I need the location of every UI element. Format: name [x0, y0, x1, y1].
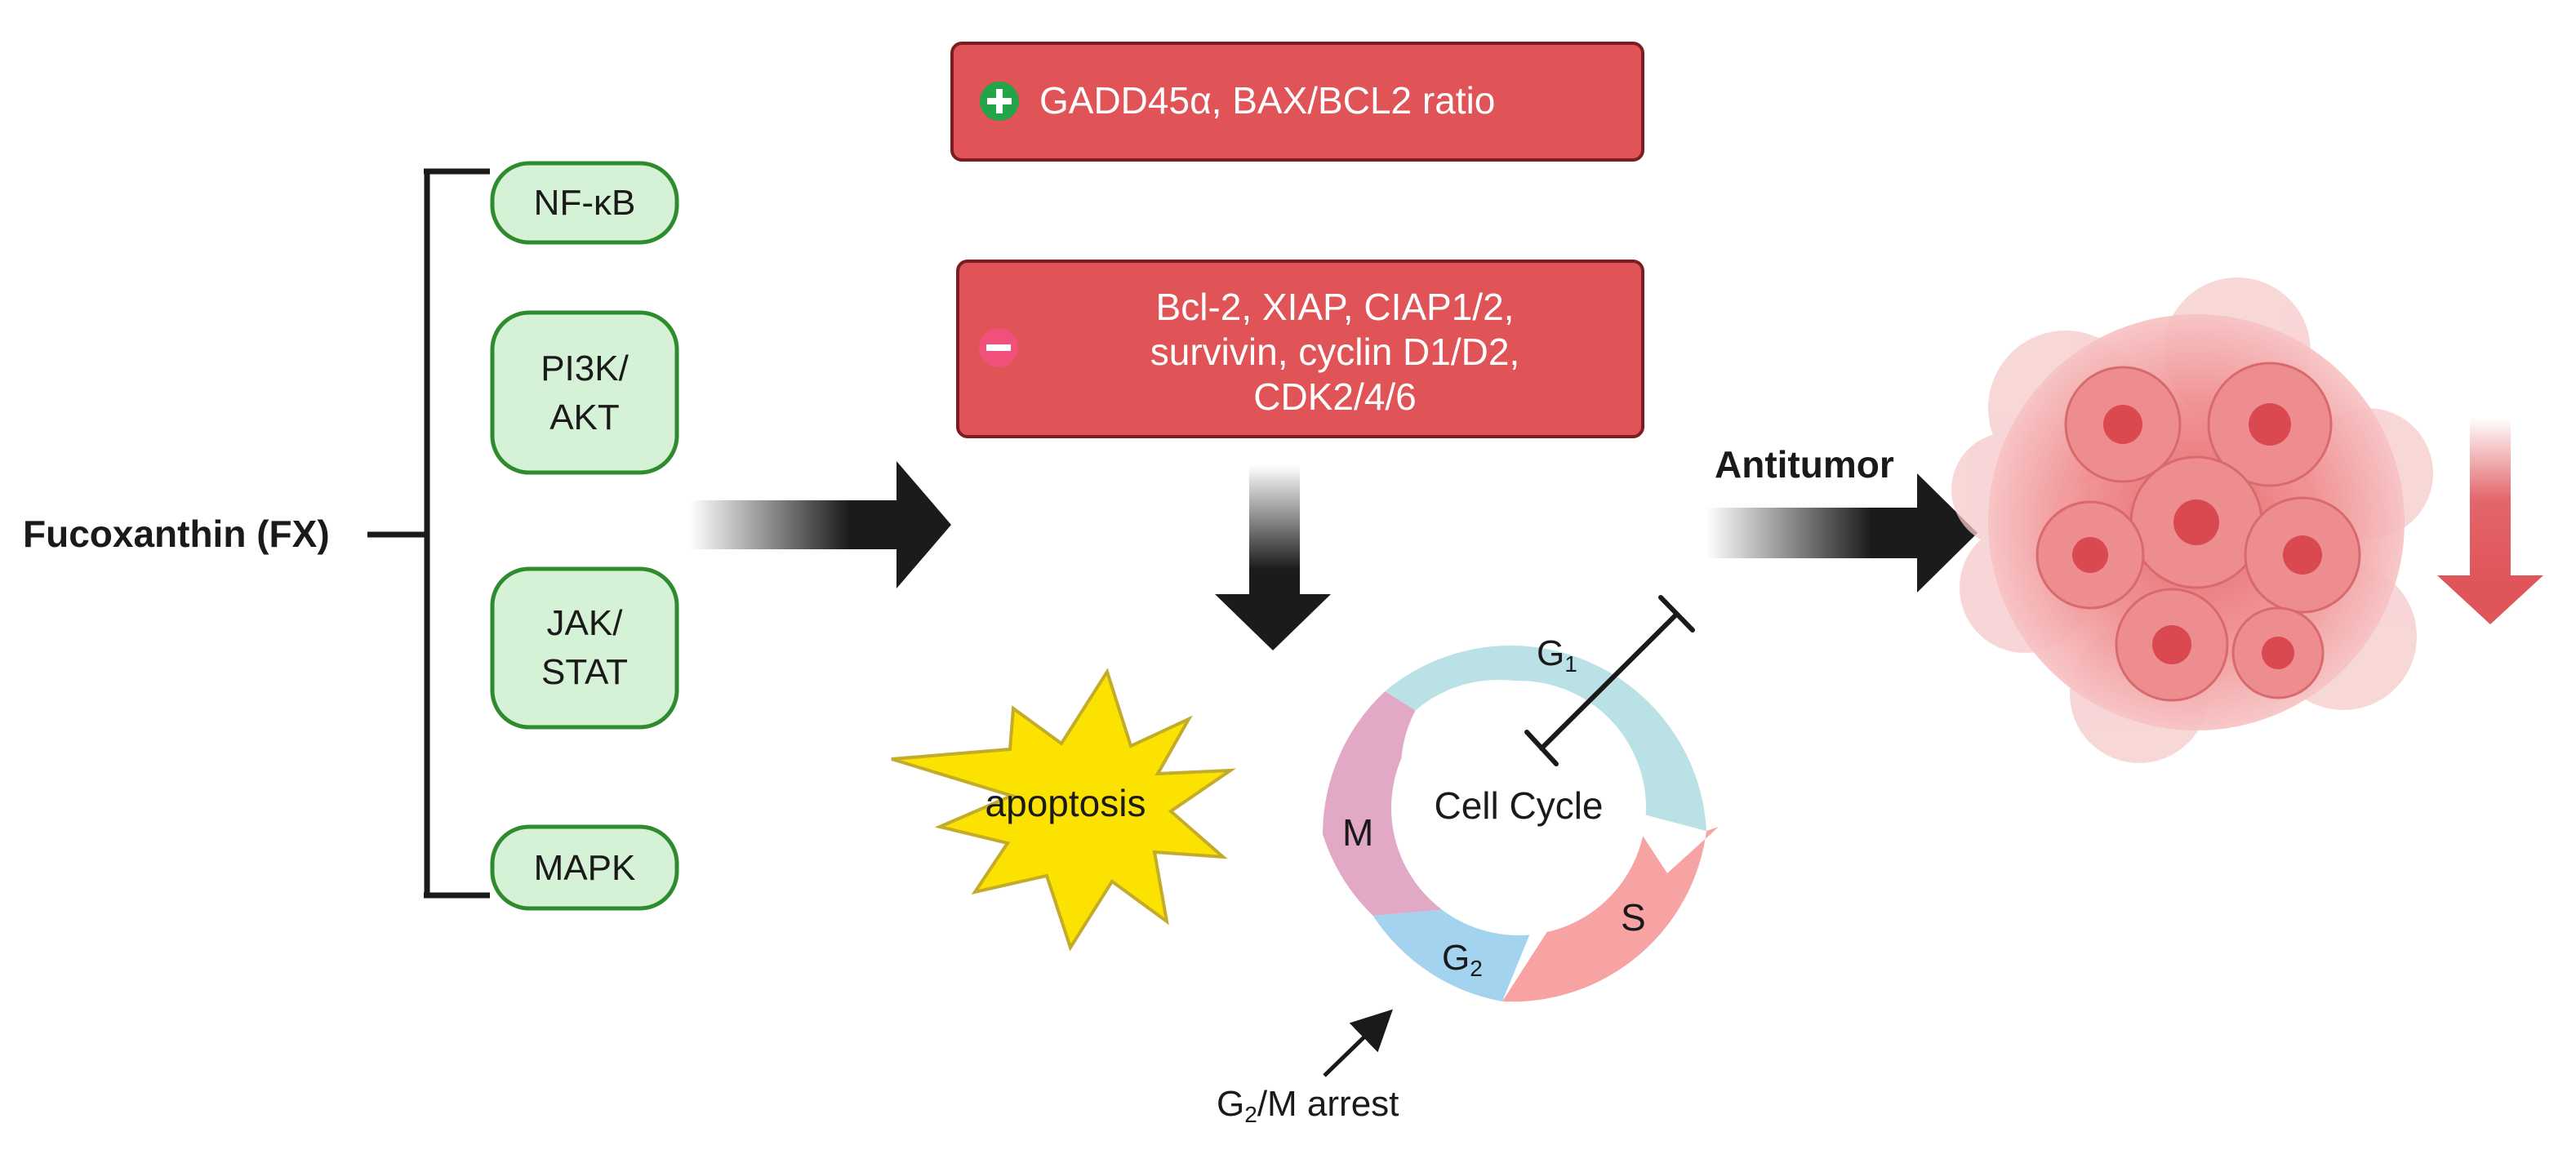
g2m-arrest-letter: G	[1217, 1084, 1244, 1124]
cell-cycle: Cell Cycle G1 S G2 M	[1323, 595, 1719, 1002]
pathway-jak-stat: JAK/ STAT	[490, 566, 679, 730]
pathway-pi3k-label-line2: AKT	[549, 397, 620, 437]
upregulated-text: GADD45α, BAX/BCL2 ratio	[1039, 79, 1495, 122]
g2m-arrest-suffix: /M arrest	[1257, 1084, 1399, 1124]
phase-g2-subscript: 2	[1470, 956, 1483, 981]
antitumor-label: Antitumor	[1715, 443, 1894, 486]
pathway-bracket	[424, 168, 490, 899]
phase-s-label: S	[1621, 896, 1646, 939]
plus-icon	[980, 82, 1019, 121]
tumor-cells-icon	[1951, 277, 2433, 763]
antitumor-arrow: Antitumor	[1706, 443, 1978, 593]
pathway-pi3k-akt: PI3K/ AKT	[490, 310, 679, 475]
phase-g1-subscript: 1	[1564, 651, 1577, 677]
effect-arrow	[690, 461, 951, 588]
phase-g2-label: G2	[1442, 938, 1483, 981]
downstream-arrow	[1215, 465, 1331, 650]
phase-m-label: M	[1342, 811, 1373, 854]
source-label: Fucoxanthin (FX)	[23, 513, 330, 555]
starburst-icon	[891, 668, 1236, 952]
downregulated-line1: Bcl-2, XIAP, CIAP1/2,	[1156, 286, 1515, 328]
pathway-pi3k-label-line1: PI3K/	[541, 348, 629, 388]
apoptosis-burst: apoptosis	[891, 668, 1236, 952]
phase-g1-letter: G	[1537, 633, 1564, 673]
g2m-arrest-subscript: 2	[1244, 1102, 1257, 1127]
minus-icon	[979, 328, 1018, 367]
phase-s	[1502, 810, 1719, 1002]
phase-arrow-g2	[1453, 906, 1504, 961]
downregulated-line2: survivin, cyclin D1/D2,	[1150, 331, 1519, 373]
down-arrow-icon	[2437, 418, 2543, 624]
g2m-arrest-label: G2/M arrest	[1217, 1084, 1399, 1127]
inhibition-icon	[1524, 595, 1695, 766]
pathway-jak-label-line2: STAT	[541, 652, 628, 692]
pathway-mapk: MAPK	[490, 824, 679, 911]
upregulated-box: GADD45α, BAX/BCL2 ratio	[950, 42, 1644, 162]
phase-g1-label: G1	[1537, 633, 1577, 677]
downregulated-box: Bcl-2, XIAP, CIAP1/2, survivin, cyclin D…	[956, 260, 1644, 438]
pathway-mapk-label: MAPK	[534, 848, 636, 888]
g2m-arrest: G2/M arrest	[1217, 1009, 1399, 1127]
pathway-nfkb: NF-κB	[490, 161, 679, 245]
phase-arrow-m	[1339, 821, 1398, 872]
downregulated-line3: CDK2/4/6	[1253, 375, 1416, 418]
apoptosis-label: apoptosis	[985, 782, 1146, 824]
pathway-nfkb-label: NF-κB	[534, 183, 636, 223]
phase-g2-letter: G	[1442, 938, 1470, 978]
pathway-jak-label-line1: JAK/	[547, 603, 624, 643]
cell-cycle-label: Cell Cycle	[1434, 784, 1603, 827]
